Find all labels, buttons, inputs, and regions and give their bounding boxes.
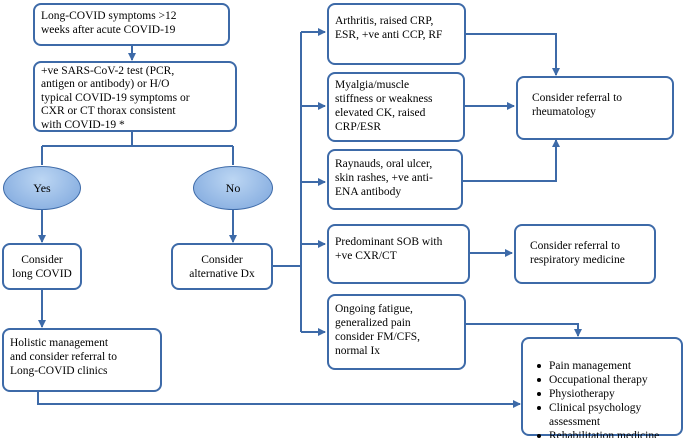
node-respiratory: Consider referral to respiratory medicin… xyxy=(514,224,656,284)
node-fatigue: Ongoing fatigue, generalized pain consid… xyxy=(327,294,466,370)
node-raynauds: Raynauds, oral ulcer, skin rashes, +ve a… xyxy=(327,149,463,210)
node-yes: Yes xyxy=(3,166,81,210)
node-rheumatology: Consider referral to rheumatology xyxy=(516,76,674,140)
arrow-holistic-to-management xyxy=(37,392,521,408)
arrow-raynauds-to-rheum xyxy=(463,139,560,182)
management-list-item: Physiotherapy xyxy=(535,387,677,401)
management-list-item: Clinical psychology assessment xyxy=(535,401,677,429)
node-positive-test: +ve SARS-CoV-2 test (PCR, antigen or ant… xyxy=(33,61,237,132)
management-list-item: Pain management xyxy=(535,359,677,373)
node-consider-long-covid: Consider long COVID xyxy=(2,243,82,290)
arrow-arthritis-to-rheum xyxy=(466,33,560,76)
node-arthritis: Arthritis, raised CRP, ESR, +ve anti CCP… xyxy=(327,3,466,65)
node-no: No xyxy=(193,166,273,210)
node-myalgia: Myalgia/muscle stiffness or weakness ele… xyxy=(327,72,465,142)
node-sob: Predominant SOB with +ve CXR/CT xyxy=(327,224,470,284)
management-list-item: Rehabilitation medicine xyxy=(535,429,677,438)
node-consider-alternative: Consider alternative Dx xyxy=(171,243,273,290)
management-list-item: Occupational therapy xyxy=(535,373,677,387)
node-holistic: Holistic management and consider referra… xyxy=(2,328,162,392)
arrow-fatigue-to-management xyxy=(466,323,582,337)
node-long-covid-symptoms: Long-COVID symptoms >12 weeks after acut… xyxy=(33,3,230,46)
